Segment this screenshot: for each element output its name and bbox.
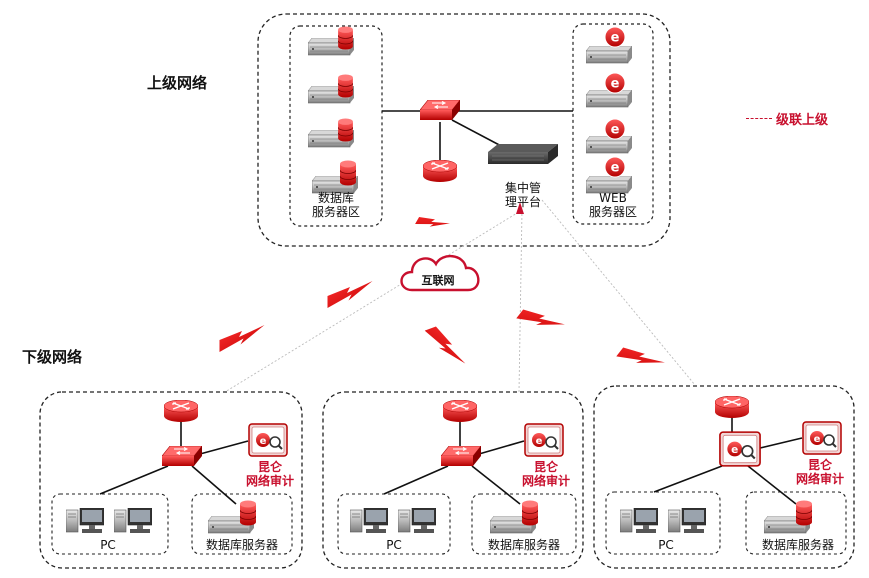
lower-network-title: 下级网络: [22, 348, 83, 366]
router-icon: [443, 400, 477, 423]
site-boundary: [39, 391, 303, 569]
internet-label: 互联网: [421, 274, 455, 287]
lower-site-2: [322, 391, 584, 569]
pc-label: PC: [658, 538, 674, 552]
lightning-bolt-icon: [219, 325, 265, 352]
db-server-label: 数据库服务器: [487, 538, 561, 552]
audit-label: 昆仑 网络审计: [521, 460, 571, 488]
web-server-3: [586, 118, 632, 154]
web-server-2: [586, 72, 632, 108]
link-switch-db: [471, 465, 521, 505]
cascade-lines: [224, 199, 696, 393]
db-group-boundary: [745, 491, 847, 555]
internet-cloud-icon: [400, 255, 480, 292]
pc-group-boundary: [337, 493, 451, 555]
db-server-3: [308, 118, 354, 148]
link-switch-db: [747, 465, 797, 505]
audit-appliance-icon: [524, 423, 564, 457]
link-switch-audit: [478, 440, 525, 455]
lightning-bolt-icon: [516, 298, 565, 345]
lower-site-1: [39, 391, 303, 569]
link-switch-pc: [383, 465, 449, 495]
pc-icon: [668, 508, 706, 534]
audit-appliance-icon: [248, 423, 288, 457]
db-server-4: [312, 160, 358, 194]
link-switch-mgmt: [451, 119, 506, 149]
pc-group-boundary: [605, 491, 721, 555]
site-boundary: [593, 385, 855, 569]
db-group-boundary: [471, 493, 577, 555]
audit-label: 昆仑 网络审计: [245, 460, 295, 488]
db-cylinder-icon: [522, 500, 538, 526]
pc-icon: [350, 508, 388, 534]
switch-icon: [162, 446, 202, 467]
cascade-line-site-3: [541, 199, 696, 386]
web-server-1: [586, 26, 632, 64]
audit-label: 昆仑 网络审计: [795, 458, 845, 486]
legend-label: 级联上级: [776, 113, 829, 128]
db-server-label: 数据库服务器: [205, 538, 279, 552]
db-cylinder-icon: [796, 500, 812, 526]
router-icon: [715, 396, 749, 419]
db-server-1: [308, 26, 354, 56]
audit-switch-icon: [718, 430, 762, 468]
lightning-bolt-icon: [424, 321, 466, 373]
mgmt-platform-icon: [488, 144, 558, 164]
web-zone-boundary: [572, 23, 654, 225]
lightning-bolt-icon: [616, 336, 665, 383]
link-switch-audit: [759, 437, 803, 449]
lower-site-3: [593, 385, 855, 569]
mgmt-cascade-arrow-icon: [516, 202, 524, 214]
router-icon: [164, 400, 198, 423]
db-zone-label: 数据库 服务器区: [311, 191, 361, 219]
db-cylinder-icon: [240, 500, 256, 526]
lightning-bolt-icon: [327, 281, 373, 308]
link-switch-audit: [199, 440, 249, 455]
db-group-boundary: [191, 493, 293, 555]
pc-icon: [66, 508, 104, 534]
link-switch-db: [191, 465, 237, 505]
upper-network-group: [257, 13, 671, 247]
link-switch-pc: [99, 465, 169, 495]
lightning-bolt-icon: [415, 208, 450, 239]
link-switch-pc: [653, 465, 723, 493]
audit-appliance-icon: [802, 421, 842, 455]
edge-router-icon: [423, 160, 457, 183]
switch-icon: [441, 446, 481, 467]
web-zone-label: WEB 服务器区: [588, 191, 638, 219]
pc-group-boundary: [51, 493, 169, 555]
pc-icon: [114, 508, 152, 534]
db-server-label: 数据库服务器: [761, 538, 835, 552]
pc-icon: [398, 508, 436, 534]
mgmt-platform-label: 集中管 理平台: [504, 181, 542, 209]
pc-icon: [620, 508, 658, 534]
legend-dashed-line: [746, 118, 772, 119]
web-server-4: [586, 156, 632, 194]
pc-label: PC: [386, 538, 402, 552]
db-server-2: [308, 74, 354, 104]
upper-network-boundary: [257, 13, 671, 247]
site-boundary: [322, 391, 584, 569]
cascade-line-site-1: [224, 209, 523, 393]
db-zone-boundary: [289, 25, 383, 227]
pc-label: PC: [100, 538, 116, 552]
core-switch-icon: [420, 100, 460, 121]
upper-network-title: 上级网络: [147, 74, 208, 92]
cascade-line-site-2: [518, 209, 523, 393]
